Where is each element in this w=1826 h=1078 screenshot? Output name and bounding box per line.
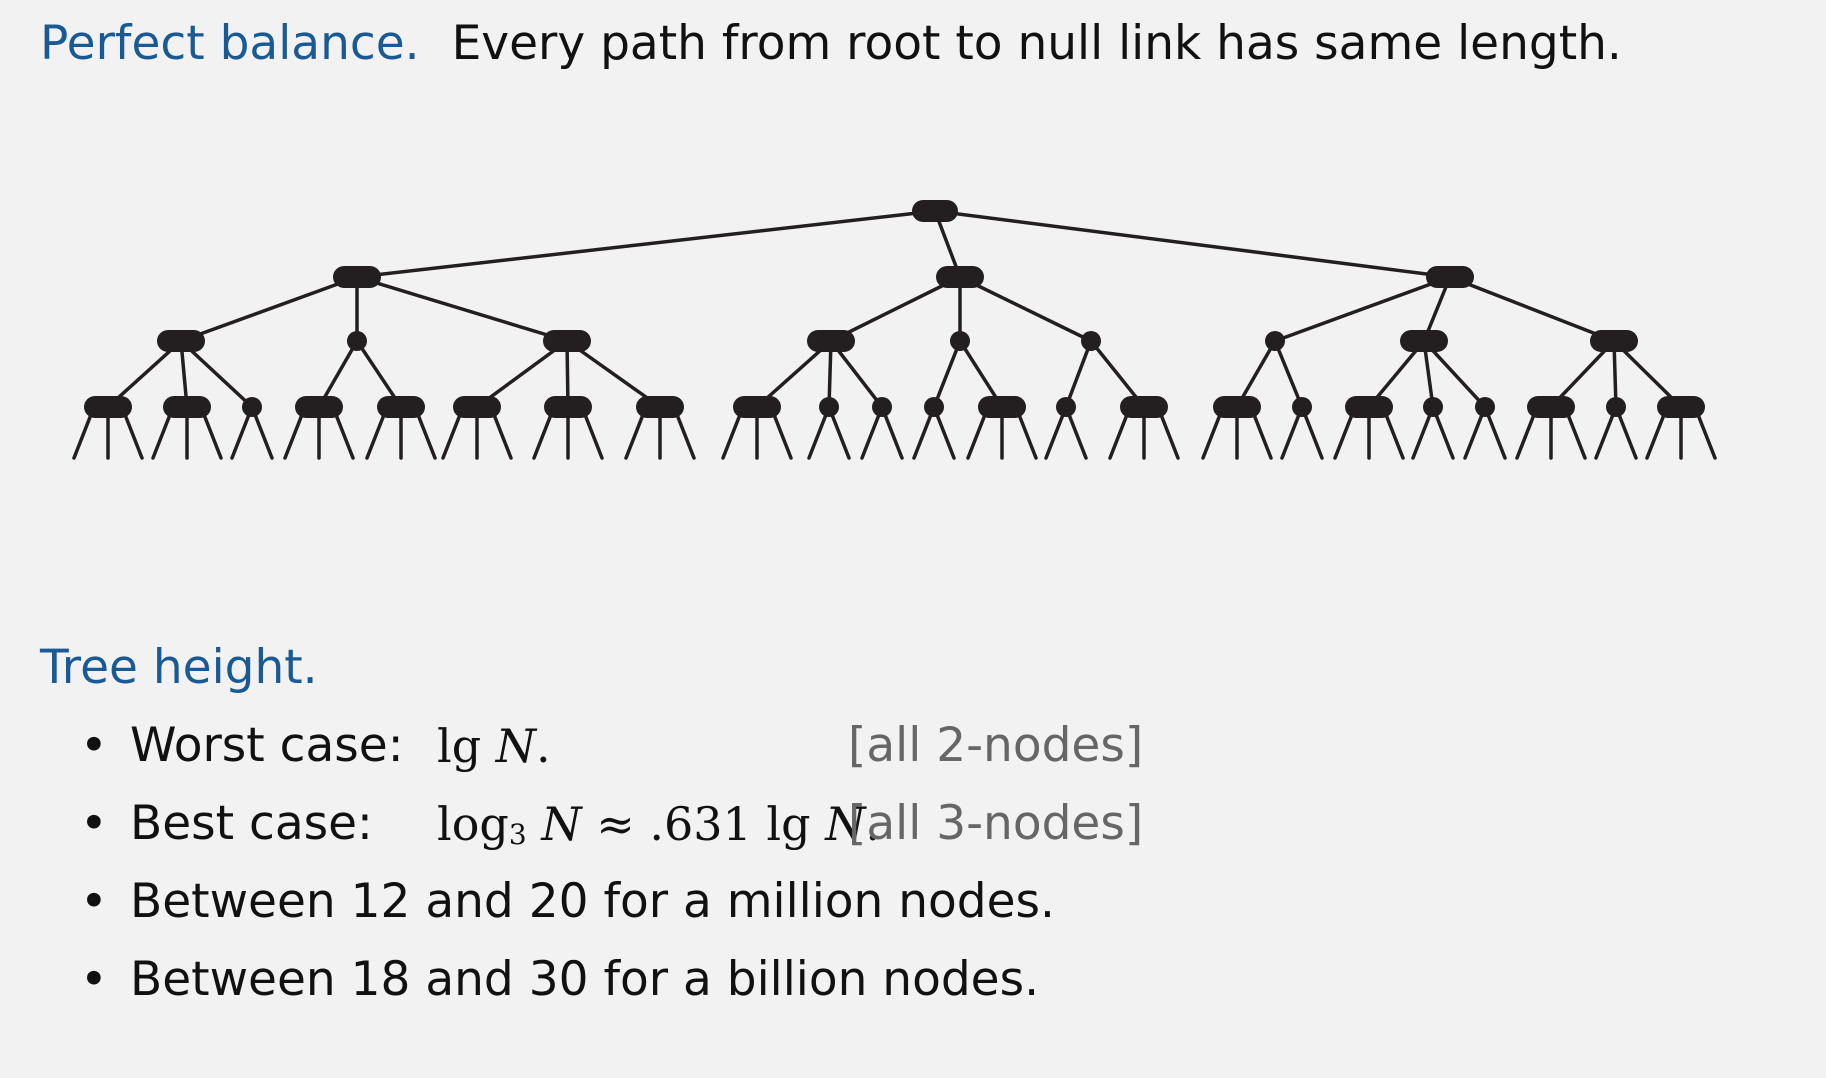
three-node [377,396,425,418]
tree-edge [829,275,962,343]
best-case-formula: log3 N ≈ .631 lg N. [437,797,881,851]
three-node [1120,396,1168,418]
two-node [1292,397,1312,417]
three-node [163,396,211,418]
tree-edge [475,339,569,409]
worst-case-label: Worst case: [130,718,404,773]
tree-edge [565,339,662,409]
worst-case-note: [all 2-nodes] [848,718,1144,773]
three-node [84,396,132,418]
tree-edge [355,275,569,343]
three-node [978,396,1026,418]
three-node [453,396,501,418]
three-node [1345,396,1393,418]
three-node [157,330,205,352]
bullet-icon: • [80,874,108,929]
billion-nodes-text: Between 18 and 30 for a billion nodes. [130,952,1040,1007]
two-node [819,397,839,417]
tree-edge [1273,339,1304,409]
two-node [872,397,892,417]
two-node [347,331,367,351]
two-node [1081,331,1101,351]
perfect-balance-heading: Perfect balance. [40,16,420,71]
three-node [544,396,592,418]
two-node [242,397,262,417]
two-node [1475,397,1495,417]
perfect-balance-line: Perfect balance. Every path from root to … [40,14,1622,74]
bullet-icon: • [80,952,108,1007]
two-node [950,331,970,351]
two-three-tree-diagram [72,200,1717,460]
three-node [1213,396,1261,418]
tree-edge [932,339,962,409]
two-node [1265,331,1285,351]
tree-edge [958,275,1093,343]
bullet-icon: • [80,718,108,773]
two-node [1606,397,1626,417]
million-nodes-text: Between 12 and 20 for a million nodes. [130,874,1055,929]
tree-edge [355,209,937,279]
three-node [733,396,781,418]
three-node [636,396,684,418]
three-node [1657,396,1705,418]
three-node [1400,330,1448,352]
three-node [543,330,591,352]
tree-edge [1273,275,1452,343]
three-node [807,330,855,352]
two-node [1056,397,1076,417]
three-node [912,200,958,222]
best-case-note: [all 3-nodes] [848,796,1144,851]
three-node [295,396,343,418]
tree-edge [1448,275,1616,343]
perfect-balance-text: Every path from root to null link has sa… [451,16,1622,71]
tree-edge [179,275,359,343]
two-node [924,397,944,417]
three-node [1590,330,1638,352]
tree-height-heading: Tree height. [40,640,318,695]
tree-edge [933,209,1452,279]
bullet-icon: • [80,796,108,851]
worst-case-formula: lg N. [437,719,551,773]
best-case-label: Best case: [130,796,373,851]
three-node [1527,396,1575,418]
two-node [1423,397,1443,417]
tree-edge [1064,339,1093,409]
